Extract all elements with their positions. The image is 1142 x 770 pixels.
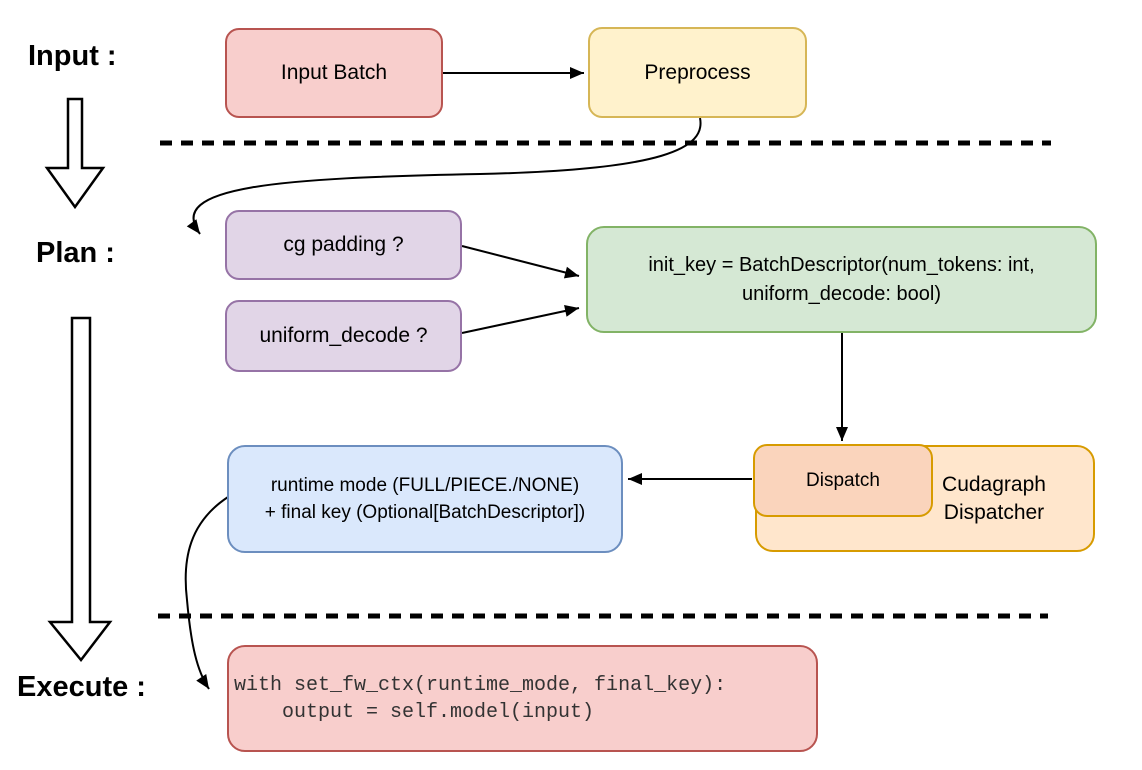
node-input-batch-label: Input Batch xyxy=(280,61,388,84)
phase-arrow-input-to-plan-icon xyxy=(44,97,106,210)
phase-arrow-plan-to-execute-icon xyxy=(47,316,113,663)
phase-label-input: Input : xyxy=(28,40,117,72)
node-cg-padding: cg padding ? xyxy=(225,210,462,280)
execute-code-line1: with set_fw_ctx(runtime_mode, final_key)… xyxy=(234,673,727,697)
node-cudagraph-dispatcher-label: Cudagraph Dispatcher xyxy=(942,472,1046,524)
edge-preprocess-to-cg-padding xyxy=(186,117,702,235)
execute-code-line2: output = self.model(input) xyxy=(234,700,595,724)
node-preprocess-label: Preprocess xyxy=(644,60,751,84)
node-dispatch: Dispatch xyxy=(753,444,933,517)
node-runtime-mode-line1: runtime mode (FULL/PIECE./NONE) xyxy=(270,475,580,496)
node-runtime-mode-line2: + final key (Optional[BatchDescriptor]) xyxy=(264,502,586,523)
node-dispatch-label: Dispatch xyxy=(806,469,880,491)
node-preprocess: Preprocess xyxy=(588,27,807,118)
node-init-key: init_key = BatchDescriptor(num_tokens: i… xyxy=(586,226,1097,333)
node-input-batch: Input Batch xyxy=(225,28,443,118)
node-uniform-decode-label: uniform_decode ? xyxy=(259,324,428,347)
node-init-key-line1: init_key = BatchDescriptor(num_tokens: i… xyxy=(648,253,1035,276)
phase-label-execute: Execute : xyxy=(17,671,146,703)
node-uniform-decode: uniform_decode ? xyxy=(225,300,462,372)
node-init-key-line2: uniform_decode: bool) xyxy=(741,282,941,305)
edge-runtime-mode-to-execute-code xyxy=(184,496,229,690)
node-cg-padding-label: cg padding ? xyxy=(283,233,404,256)
edge-uniform-decode-to-init-key xyxy=(461,305,580,334)
edge-cg-padding-to-init-key xyxy=(461,245,580,279)
phase-label-plan: Plan : xyxy=(36,237,115,269)
node-runtime-mode: runtime mode (FULL/PIECE./NONE) + final … xyxy=(227,445,623,553)
node-execute-code: with set_fw_ctx(runtime_mode, final_key)… xyxy=(227,645,818,752)
